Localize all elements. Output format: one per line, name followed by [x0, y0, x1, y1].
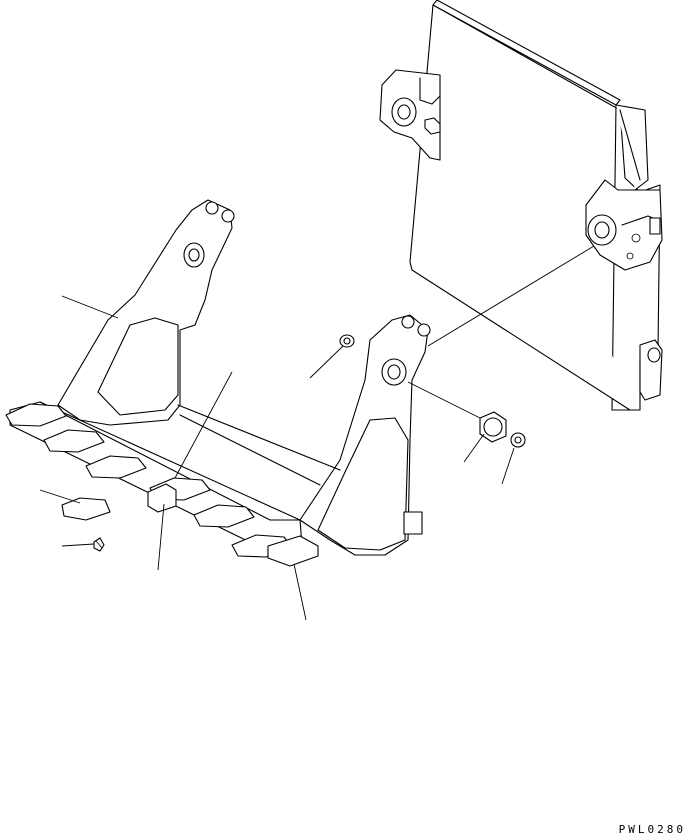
cutting-edge: [9, 401, 303, 553]
pin: [93, 537, 105, 552]
leader-lines: [39, 245, 595, 621]
bushing: [479, 411, 507, 443]
back-plate: [379, 0, 663, 411]
tooth-adapter: [5, 403, 319, 567]
nut: [339, 334, 355, 348]
bucket-frame: [57, 199, 431, 556]
tooth-point: [61, 497, 111, 521]
washer: [510, 432, 526, 448]
drawing-code: PWL0280: [618, 823, 686, 836]
